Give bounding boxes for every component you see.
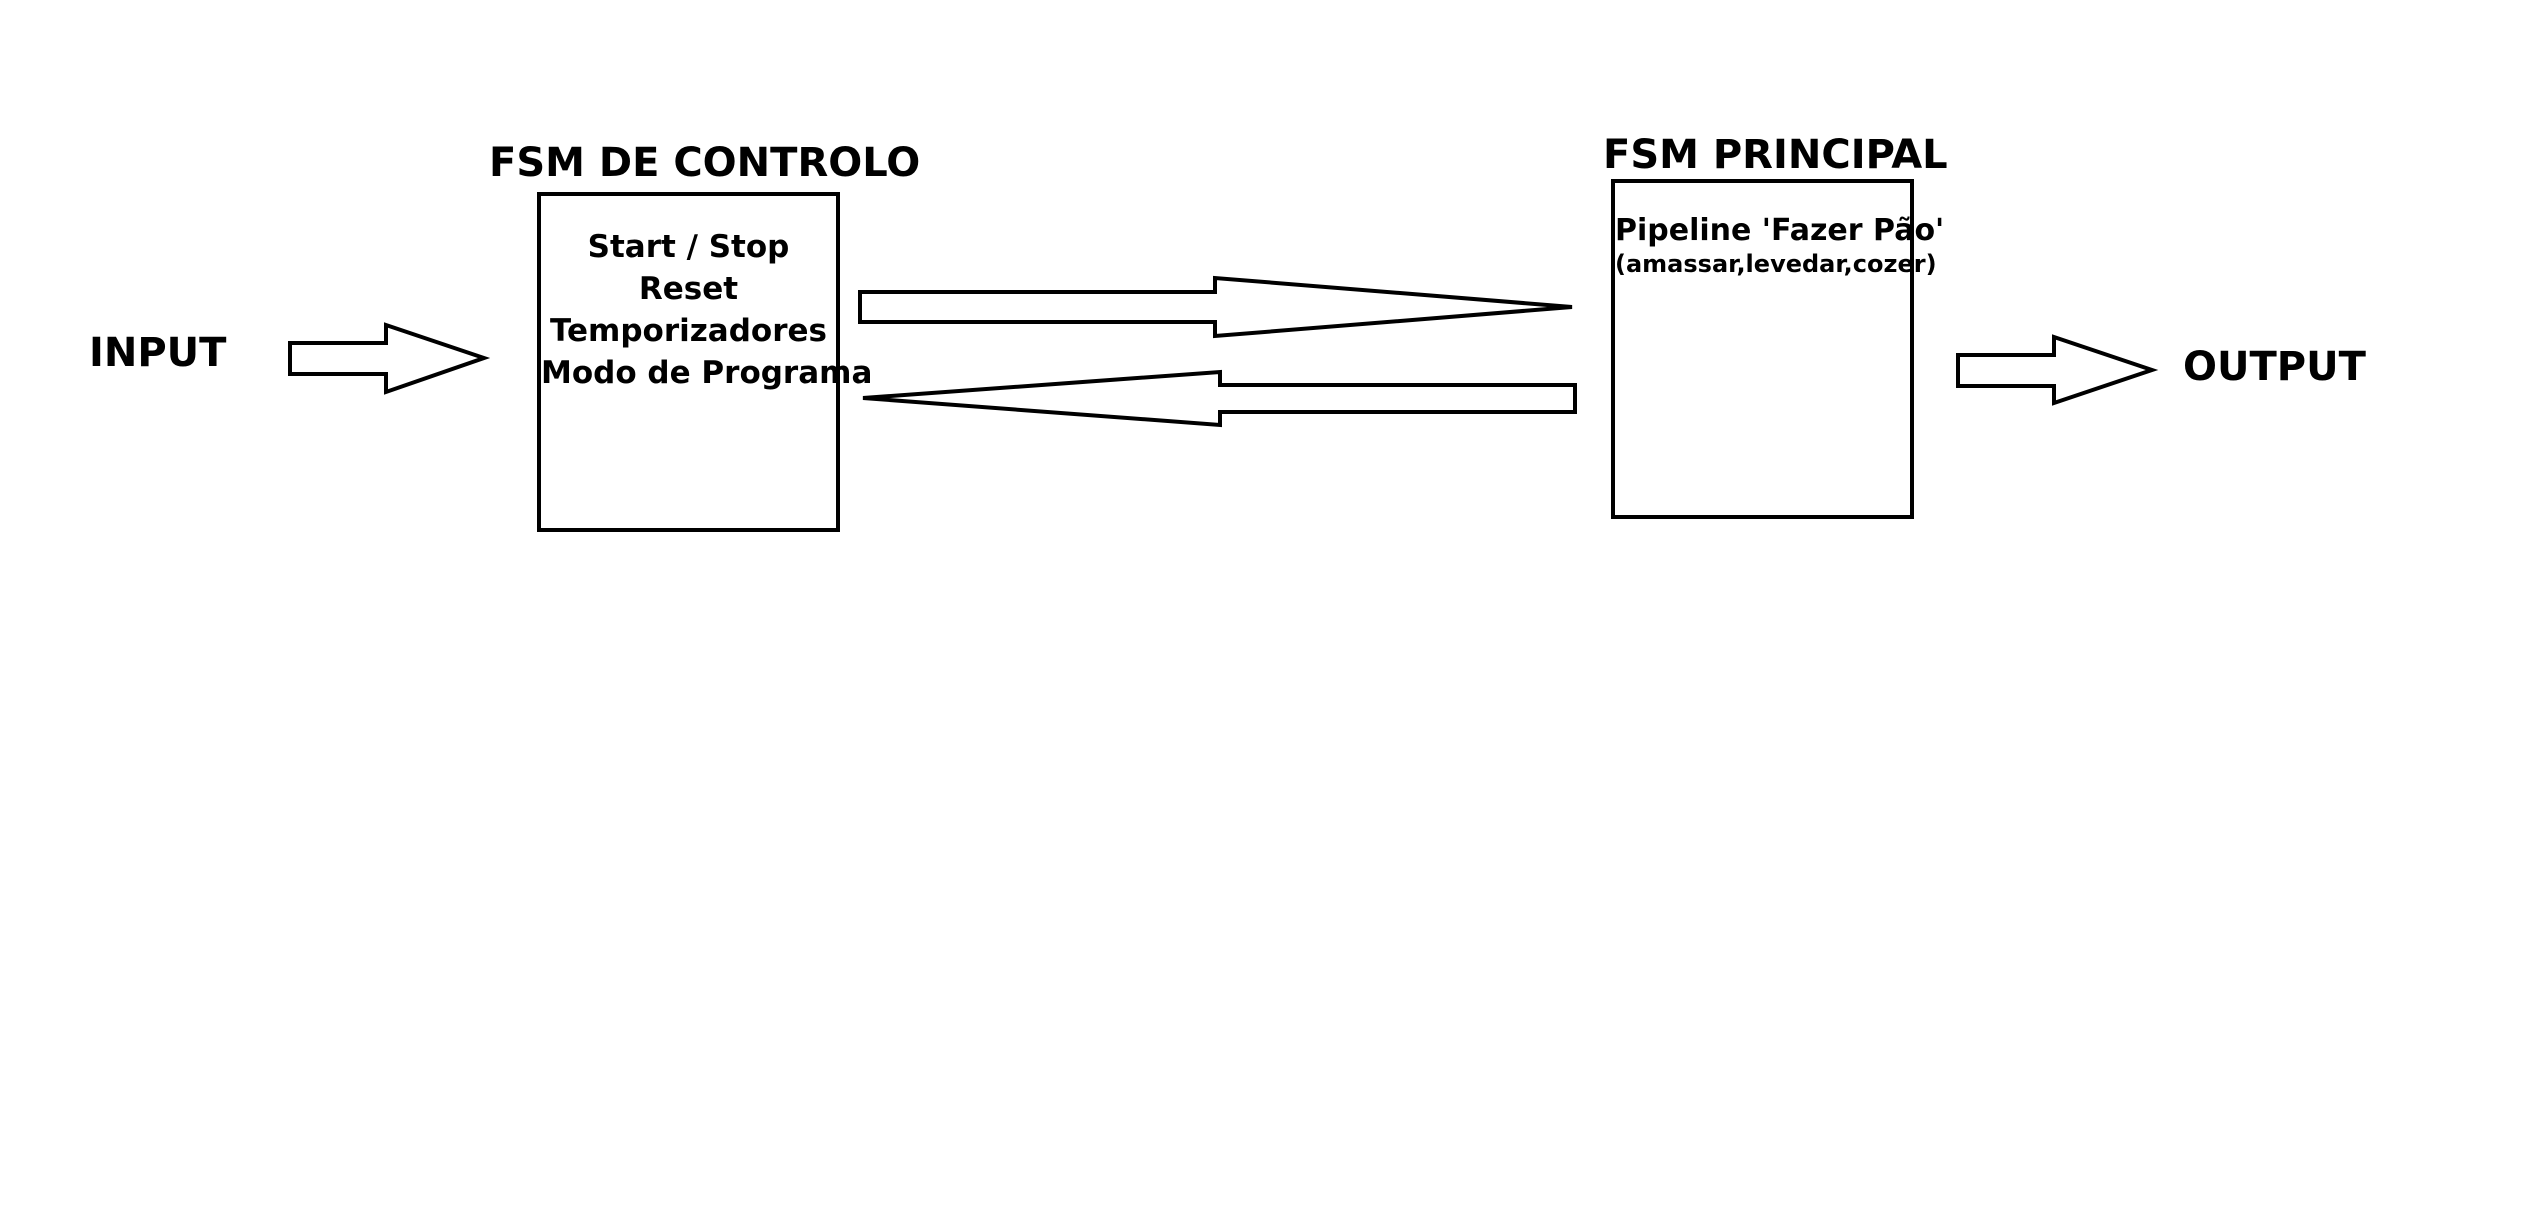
control-item-program-mode: Modo de Programa xyxy=(541,355,873,391)
input-arrow xyxy=(288,322,491,395)
principal-fsm-text: Pipeline 'Fazer Pão' (amassar,levedar,co… xyxy=(1615,213,1945,279)
control-fsm-box: Start / Stop Reset Temporizadores Modo d… xyxy=(537,192,873,532)
principal-fsm-box: Pipeline 'Fazer Pão' (amassar,levedar,co… xyxy=(1611,179,1945,519)
input-label: INPUT xyxy=(89,330,227,376)
output-arrow xyxy=(1956,334,2159,406)
principal-fsm-title: FSM PRINCIPAL xyxy=(1603,132,1948,178)
pipeline-steps: (amassar,levedar,cozer) xyxy=(1615,250,1937,278)
control-item-start-stop: Start / Stop xyxy=(587,229,790,265)
control-fsm-item-list: Start / Stop Reset Temporizadores Modo d… xyxy=(541,226,873,394)
pipeline-label: Pipeline 'Fazer Pão' xyxy=(1615,213,1945,248)
control-to-principal-arrow xyxy=(858,275,1573,339)
control-item-timers: Temporizadores xyxy=(550,313,827,349)
principal-to-control-arrow xyxy=(862,369,1577,428)
output-label: OUTPUT xyxy=(2183,344,2366,390)
control-fsm-title: FSM DE CONTROLO xyxy=(489,140,921,186)
control-item-reset: Reset xyxy=(638,271,739,307)
